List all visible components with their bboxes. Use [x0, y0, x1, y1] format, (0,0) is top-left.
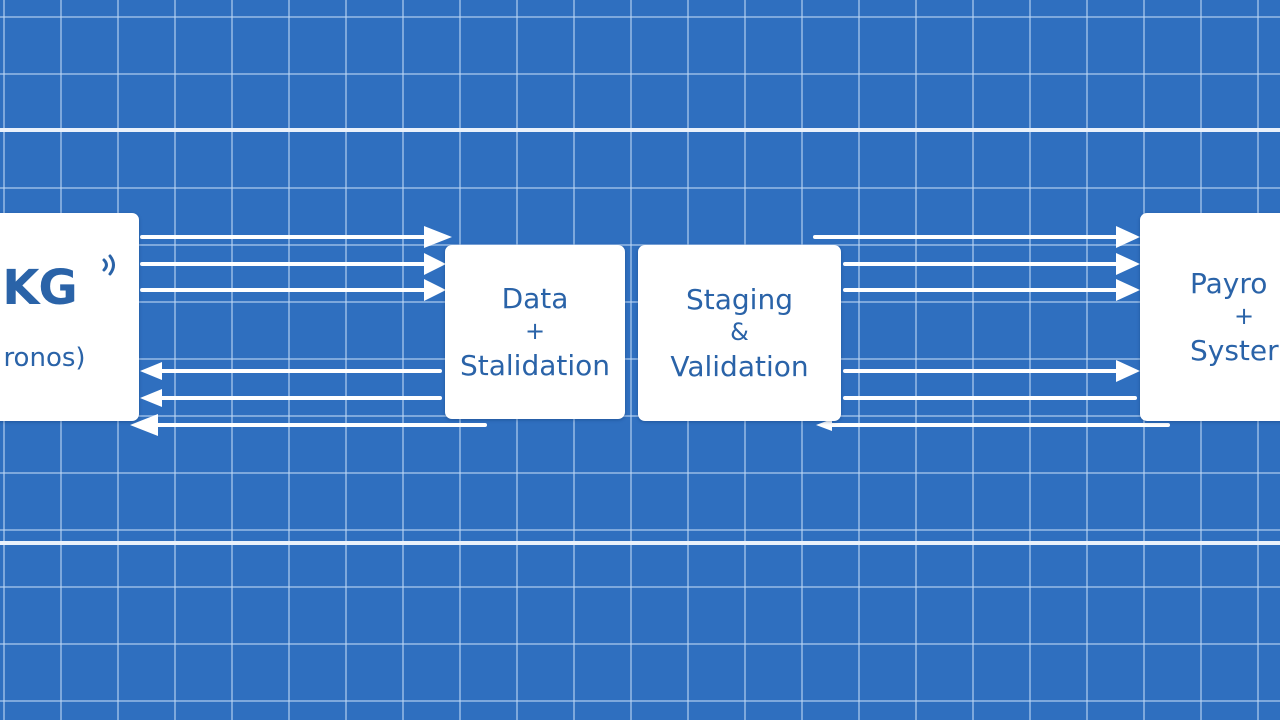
staging-box-title: Staging — [686, 282, 793, 316]
arrowhead-6 — [130, 414, 158, 436]
arrowhead-4 — [140, 362, 162, 380]
arrowhead-11 — [816, 419, 832, 431]
payroll-system-box[interactable]: Payro + Syster — [1140, 213, 1280, 421]
arrowhead-1 — [424, 226, 452, 248]
source-system-box[interactable]: KG ronos) — [0, 213, 139, 421]
data-box-title: Data — [501, 281, 569, 315]
arrowhead-5 — [140, 389, 162, 407]
payroll-box-plus: + — [1234, 302, 1255, 331]
arrowhead-3 — [424, 279, 446, 301]
payroll-box-title: Payro — [1190, 266, 1268, 300]
staging-box-subtitle: Validation — [670, 349, 809, 383]
wireless-signal-icon — [102, 254, 115, 276]
data-validation-box[interactable]: Data + Stalidation — [445, 245, 625, 419]
source-subtitle: ronos) — [3, 343, 86, 374]
arrowhead-2 — [424, 253, 446, 275]
arrowhead-7 — [1116, 226, 1140, 248]
payroll-box-subtitle: Syster — [1190, 333, 1279, 367]
arrowhead-8 — [1116, 253, 1140, 275]
band-line-top — [0, 128, 1280, 132]
staging-validation-box[interactable]: Staging & Validation — [638, 245, 841, 421]
staging-box-ampersand: & — [730, 318, 749, 347]
arrowhead-10 — [1116, 360, 1140, 382]
band-line-bottom — [0, 541, 1280, 545]
data-box-subtitle: Stalidation — [459, 348, 611, 382]
arrowhead-9 — [1116, 279, 1140, 301]
data-box-plus: + — [524, 317, 546, 346]
source-logo-text: KG — [2, 259, 78, 316]
